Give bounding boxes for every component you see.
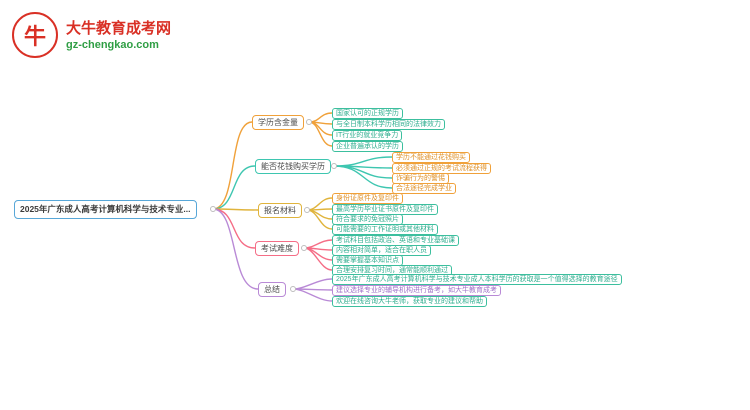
child-node[interactable]: 企业普遍承认的学历 <box>332 141 403 152</box>
branch3-toggle-icon[interactable] <box>304 207 310 213</box>
brand-domain: gz-chengkao.com <box>66 38 159 51</box>
brand-name: 大牛教育成考网 <box>66 19 172 37</box>
child-node[interactable]: 合法途径完成学业 <box>392 183 456 194</box>
branch2-toggle-icon[interactable] <box>331 163 337 169</box>
logo-bull-icon: 牛 <box>12 12 58 58</box>
toggle-circles[interactable] <box>210 119 337 292</box>
site-logo[interactable]: 牛 大牛教育成考网 gz-chengkao.com <box>12 12 171 58</box>
root-toggle-icon[interactable] <box>210 206 216 212</box>
child-node[interactable]: 欢迎在线咨询大牛老师，获取专业的建议和帮助 <box>332 296 487 307</box>
child-node[interactable]: 国家认可的正规学历 <box>332 108 403 119</box>
child-node[interactable]: 与全日制本科学历相同的法律效力 <box>332 119 445 130</box>
branch-node-zongjie[interactable]: 总结 <box>258 282 286 297</box>
child-node[interactable]: IT行业的就业竞争力 <box>332 130 403 141</box>
child-node[interactable]: 可能需要的工作证明或其他材料 <box>332 224 438 235</box>
branch-node-xueli-hanjinliang[interactable]: 学历含金量 <box>252 115 304 130</box>
branch5-links <box>212 208 333 302</box>
child-node[interactable]: 2025年广东成人高考计算机科学与技术专业成人本科学历的获取是一个值得选择的教育… <box>332 274 622 285</box>
branch1-toggle-icon[interactable] <box>306 119 312 125</box>
child-node[interactable]: 学历不能通过花钱购买 <box>392 152 470 163</box>
branch4-toggle-icon[interactable] <box>301 245 307 251</box>
branch2-links <box>212 156 393 210</box>
branch-node-baoming-cailiao[interactable]: 报名材料 <box>258 203 302 218</box>
branch-node-kaoshi-nandu[interactable]: 考试难度 <box>255 241 299 256</box>
root-node[interactable]: 2025年广东成人高考计算机科学与技术专业... <box>14 200 197 219</box>
child-node[interactable]: 身份证原件及复印件 <box>332 193 403 204</box>
child-node[interactable]: 建议选择专业的辅导机构进行备考，如大牛教育成考 <box>332 285 501 296</box>
branch4-links <box>212 208 333 271</box>
branch5-toggle-icon[interactable] <box>290 286 296 292</box>
branch-node-huaqian-goumai[interactable]: 能否花钱购买学历 <box>255 159 331 174</box>
